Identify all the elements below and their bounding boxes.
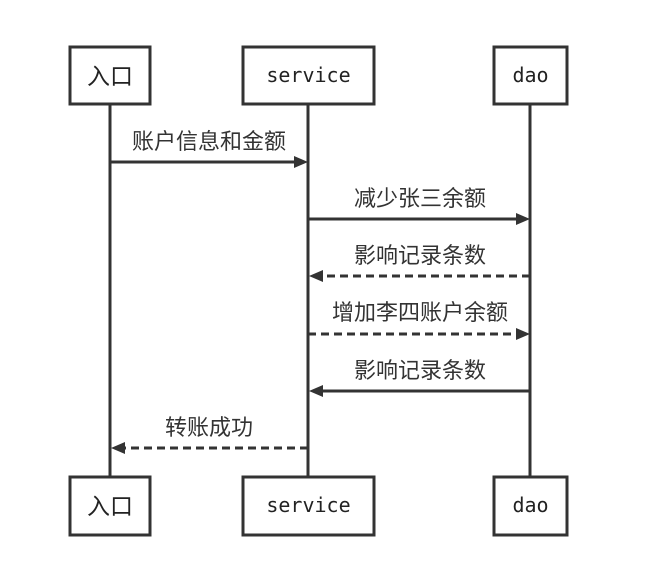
message-label: 增加李四账户余额: [332, 301, 508, 326]
message-increase-balance: 增加李四账户余额: [308, 301, 530, 340]
message-label: 影响记录条数: [354, 359, 486, 384]
message-label: 减少张三余额: [354, 187, 486, 212]
participant-label: dao: [512, 63, 548, 87]
participant-label: service: [266, 493, 350, 517]
message-account-info: 账户信息和金额: [110, 130, 308, 168]
participant-box: [241, 45, 376, 106]
arrowhead-left: [111, 442, 125, 454]
message-decrease-balance: 减少张三余额: [308, 187, 530, 225]
message-label: 转账成功: [165, 416, 253, 441]
participant-box: [492, 45, 569, 106]
message-label: 影响记录条数: [354, 244, 486, 269]
participant-box: [68, 45, 152, 106]
message-label: 账户信息和金额: [132, 130, 286, 155]
arrowhead-left: [309, 270, 323, 282]
arrowhead-left: [309, 385, 323, 397]
message-affected-rows-1: 影响记录条数: [309, 244, 530, 282]
participant-box: [241, 475, 376, 537]
arrowhead-right: [294, 156, 308, 168]
arrowhead-right: [516, 328, 530, 340]
participant-label: dao: [512, 493, 548, 517]
participant-label: 入口: [87, 64, 133, 90]
participant-label: service: [266, 63, 350, 87]
arrowhead-right: [516, 213, 530, 225]
participant-service-top: service: [241, 45, 376, 106]
message-transfer-success: 转账成功: [111, 416, 308, 454]
participant-box: [492, 475, 569, 537]
participant-dao-bottom: dao: [492, 475, 569, 537]
participant-entry-top: 入口: [68, 45, 152, 106]
participant-entry-bottom: 入口: [68, 475, 152, 537]
participant-label: 入口: [87, 494, 133, 520]
participant-dao-top: dao: [492, 45, 569, 106]
message-affected-rows-2: 影响记录条数: [309, 359, 530, 397]
participant-box: [68, 475, 152, 537]
participant-service-bottom: service: [241, 475, 376, 537]
